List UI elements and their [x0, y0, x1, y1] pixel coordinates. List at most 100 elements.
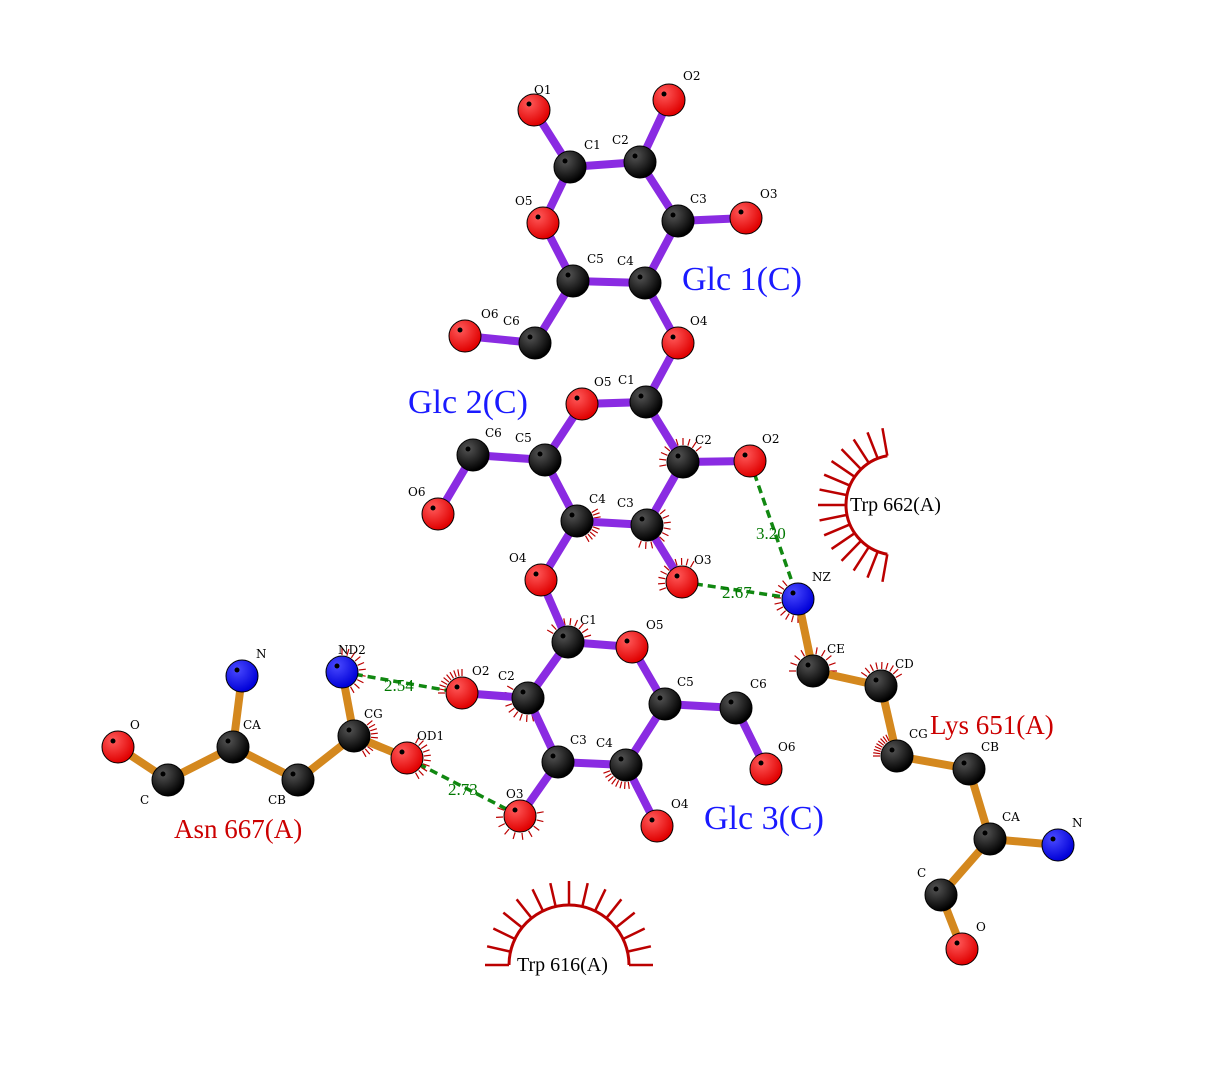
- hydrophobic-burst: [496, 807, 544, 840]
- atom-glc1-o6: [448, 319, 482, 353]
- burst-tick: [366, 720, 373, 726]
- burst-tick: [498, 823, 506, 828]
- atom-asn667-o: [101, 730, 135, 764]
- hydrophobic-burst: [774, 580, 799, 623]
- burst-tick: [592, 526, 600, 530]
- atom-glc3-c2: [511, 681, 545, 715]
- contact-arc: [844, 454, 888, 556]
- atom-label: O4: [509, 551, 527, 565]
- burst-tick: [659, 587, 667, 591]
- hydrophobic-arc-trp616: [485, 881, 653, 967]
- contact-tick: [819, 513, 848, 522]
- burst-tick: [776, 606, 784, 611]
- atom-label: CA: [1002, 810, 1020, 824]
- hydrophobic-arc-trp662: [818, 427, 889, 583]
- contact-tick: [492, 927, 516, 941]
- burst-tick: [785, 613, 790, 620]
- hbond-distance-label: 2.67: [722, 583, 752, 602]
- contact-tick: [840, 448, 862, 471]
- atom-glc1-c3: [661, 204, 695, 238]
- burst-tick: [873, 752, 881, 755]
- atom-glc2-c5: [528, 443, 562, 477]
- atom-glc1-o2: [652, 83, 686, 117]
- atom-glc1-c1: [553, 150, 587, 184]
- atom-highlight: [334, 663, 340, 669]
- burst-tick: [664, 446, 671, 452]
- burst-tick: [593, 516, 601, 519]
- atom-label: O2: [683, 69, 700, 83]
- atom-glc1-o5: [526, 206, 560, 240]
- burst-tick: [368, 723, 376, 729]
- atom-lys651-nz: [781, 582, 815, 616]
- atom-glc2-c2: [666, 445, 700, 479]
- atom-highlight: [933, 886, 939, 892]
- atom-label: CA: [243, 718, 261, 732]
- atom-label: CD: [895, 657, 914, 671]
- burst-tick: [354, 656, 361, 662]
- atom-highlight: [512, 807, 518, 813]
- burst-tick: [689, 560, 695, 568]
- residue-label-trp616: Trp 616(A): [517, 954, 608, 976]
- atom-label: C: [140, 793, 149, 807]
- ligand-label-glc1: Glc 1(C): [682, 261, 802, 298]
- atom-glc3-c1: [551, 625, 585, 659]
- burst-tick: [876, 743, 883, 748]
- atom-lys651-ca: [973, 822, 1007, 856]
- atom-highlight: [639, 516, 645, 522]
- hbond-distance-label: 2.73: [448, 780, 478, 799]
- atom-label: C6: [485, 426, 502, 440]
- burst-tick: [364, 748, 371, 755]
- atom-highlight: [982, 830, 988, 836]
- burst-tick: [504, 828, 510, 835]
- atom-glc1-o1: [517, 93, 551, 127]
- burst-tick: [869, 664, 874, 672]
- atom-label: C4: [589, 492, 606, 506]
- burst-tick: [536, 819, 544, 823]
- atom-label: C6: [750, 677, 767, 691]
- burst-tick: [370, 736, 378, 739]
- burst-tick: [774, 602, 782, 605]
- atom-label: C4: [617, 254, 634, 268]
- atom-highlight: [457, 327, 463, 333]
- atom-highlight: [399, 749, 405, 755]
- burst-tick: [607, 775, 614, 782]
- burst-tick: [423, 754, 431, 757]
- burst-tick: [443, 677, 450, 683]
- contact-tick: [549, 882, 557, 907]
- burst-tick: [895, 673, 903, 679]
- burst-tick: [659, 509, 666, 515]
- atom-label: C: [917, 866, 926, 880]
- burst-tick: [650, 541, 654, 549]
- ligand-label-glc3: Glc 3(C): [704, 800, 824, 837]
- burst-tick: [584, 535, 590, 543]
- burst-tick: [420, 744, 428, 750]
- atom-label: ND2: [338, 643, 366, 657]
- contact-tick: [486, 945, 511, 953]
- hydrogen-bonds: 3.202.672.542.73: [341, 460, 800, 818]
- atom-highlight: [961, 760, 967, 766]
- atom-highlight: [454, 684, 460, 690]
- burst-tick: [674, 558, 678, 566]
- burst-tick: [877, 740, 885, 746]
- burst-tick: [828, 662, 836, 666]
- atom-lys651-c: [924, 878, 958, 912]
- atom-label: C4: [596, 736, 613, 750]
- atom-label: C2: [612, 133, 629, 147]
- atom-highlight: [805, 662, 811, 668]
- atom-highlight: [234, 667, 240, 673]
- burst-tick: [533, 825, 540, 831]
- atom-highlight: [758, 760, 764, 766]
- atom-label: NZ: [812, 570, 831, 584]
- atom-highlight: [565, 272, 571, 278]
- burst-tick: [880, 738, 886, 745]
- atom-label: C1: [618, 373, 635, 387]
- atom-glc2-o4: [524, 563, 558, 597]
- burst-tick: [780, 610, 787, 616]
- atom-lys651-ce: [796, 654, 830, 688]
- atom-asn667-nd2: [325, 655, 359, 689]
- atom-label: O5: [594, 375, 611, 389]
- contact-tick: [881, 427, 889, 456]
- atom-glc2-c6: [456, 438, 490, 472]
- atom-glc1-o3: [729, 201, 763, 235]
